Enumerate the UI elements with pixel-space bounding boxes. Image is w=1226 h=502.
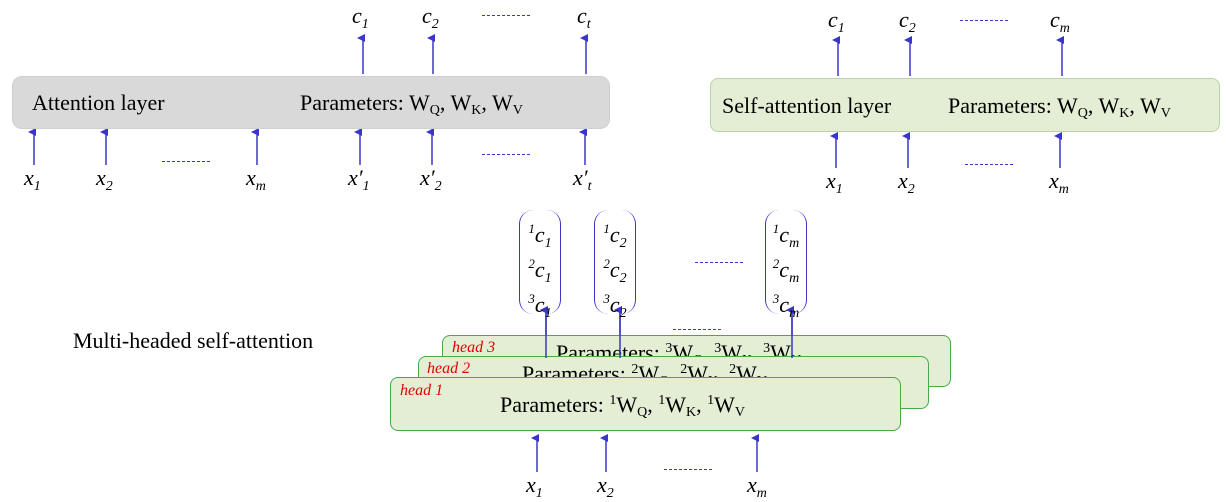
vector-entry: 3c1 [528,291,552,321]
vector-entry: 1cm [772,221,800,251]
input-x1: x1 [826,168,843,197]
output-c1: c1 [352,3,369,32]
head-3-label: head 3 [452,339,496,356]
ellipsis-dots [482,15,530,16]
input-x-prime-1: x′1 [348,165,370,194]
output-cm: cm [1050,7,1070,36]
input-x-prime-2: x′2 [420,165,442,194]
ellipsis-dots [482,154,530,155]
self-attention-layer-box [710,78,1220,132]
head-1-box [390,377,901,431]
input-xm: xm [246,165,266,194]
output-vector-cm: 1cm 2cm 3cm [760,222,812,327]
head-1-params: Parameters: 1WQ, 1WK, 1WV [500,392,746,420]
vector-entry: 2c1 [528,256,552,286]
attention-layer-box [12,76,610,129]
vector-entry: 3cm [772,291,800,321]
input-xm: xm [747,472,767,501]
output-vector-bracket [765,210,807,314]
attention-params: Parameters: WQ, WK, WV [300,90,523,118]
vector-entry: 3c2 [603,291,627,321]
output-c1: c1 [828,7,845,36]
output-vector-bracket [519,210,561,314]
output-vector-bracket [594,210,636,314]
vector-entry: 1c1 [528,221,552,251]
ellipsis-dots [965,164,1013,165]
input-x1: x1 [24,165,41,194]
output-vector-c1: 1c1 2c1 3c1 [514,222,566,327]
output-ct: ct [577,3,591,32]
params-prefix: Parameters: W [300,90,430,115]
multi-head-title: Multi-headed self-attention [73,328,314,353]
output-vector-c2: 1c2 2c2 3c2 [589,222,641,327]
self-attention-params: Parameters: WQ, WK, WV [948,93,1171,121]
output-c2: c2 [422,3,439,32]
vector-entry: 1c2 [603,221,627,251]
self-attention-layer-label: Self-attention layer [722,93,892,118]
ellipsis-dots [960,20,1008,21]
vector-entry: 2cm [772,256,800,286]
input-x2: x2 [898,168,915,197]
ellipsis-dots [673,329,721,330]
ellipsis-dots [695,262,743,263]
head-2-label: head 2 [427,360,471,377]
params-prefix: Parameters: W [948,93,1078,118]
vector-entry: 2c2 [603,256,627,286]
ellipsis-dots [664,469,712,470]
input-x2: x2 [96,165,113,194]
input-x1: x1 [526,472,543,501]
input-x-prime-t: x′t [573,165,592,194]
input-xm: xm [1049,168,1069,197]
ellipsis-dots [162,161,210,162]
head-1-label: head 1 [400,382,444,399]
input-x2: x2 [597,472,614,501]
attention-layer-label: Attention layer [32,90,165,115]
output-c2: c2 [899,7,916,36]
